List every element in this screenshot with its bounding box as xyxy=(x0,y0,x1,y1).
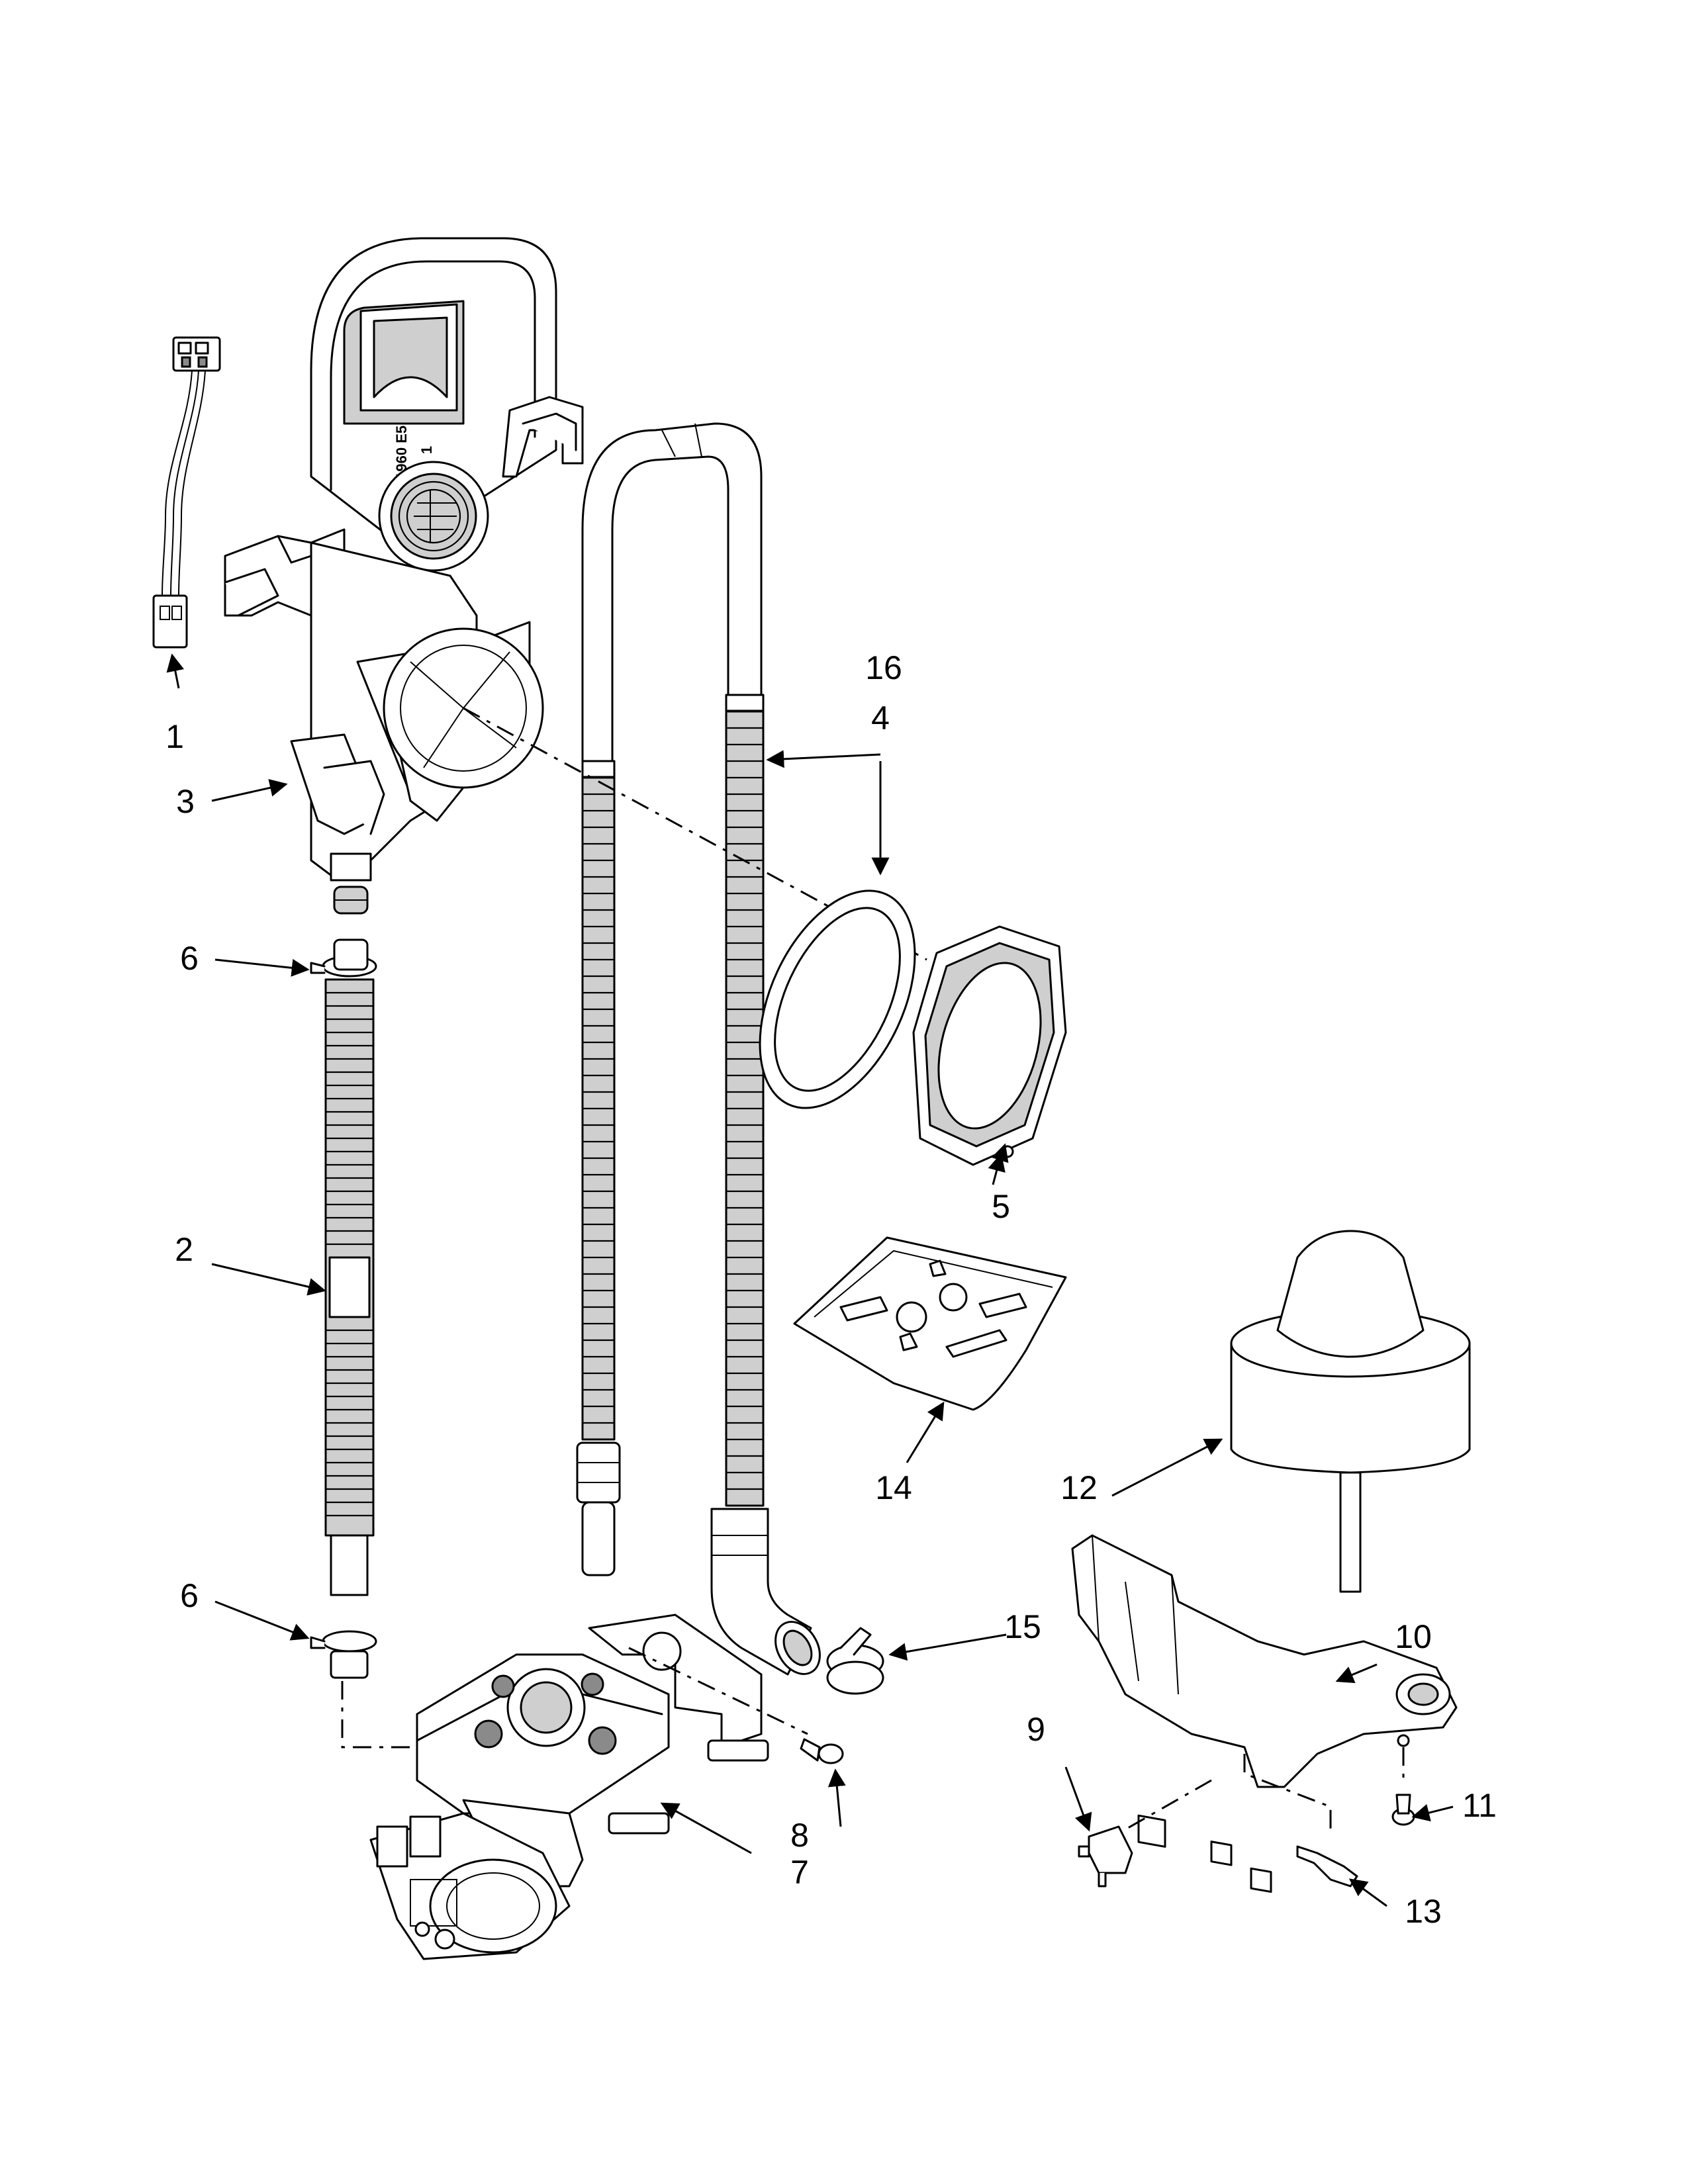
vent-gasket-part xyxy=(759,889,916,1109)
callout-8: 8 xyxy=(790,1817,809,1854)
callout-leaders xyxy=(166,653,1454,1907)
switch-lever-part xyxy=(1296,1845,1358,1888)
callout-2: 2 xyxy=(175,1231,193,1268)
callout-6-lower: 6 xyxy=(180,1577,199,1614)
fill-hose-part xyxy=(576,422,821,1676)
spring-clamp-part xyxy=(826,1627,884,1695)
callout-5: 5 xyxy=(992,1188,1010,1225)
micro-switch-part xyxy=(1078,1825,1133,1888)
bracket-screw-part xyxy=(1391,1794,1415,1826)
vent-housing-part: 51960 E5 1 xyxy=(224,237,584,915)
callout-12: 12 xyxy=(1060,1469,1098,1506)
callout-3: 3 xyxy=(176,783,195,820)
callout-13: 13 xyxy=(1405,1893,1442,1930)
housing-stamp-line2: 1 xyxy=(418,446,435,454)
hardware-bag-part xyxy=(793,1236,1067,1411)
float-bracket-part xyxy=(1071,1534,1458,1893)
callout-7: 7 xyxy=(790,1854,809,1891)
valve-screw-part xyxy=(800,1738,844,1764)
callout-15: 15 xyxy=(1004,1608,1041,1645)
callout-9: 9 xyxy=(1027,1711,1045,1748)
fill-valve-part xyxy=(369,1614,769,1960)
vent-nut-part xyxy=(912,925,1067,1166)
callout-10: 10 xyxy=(1395,1618,1432,1655)
callout-1: 1 xyxy=(165,718,184,755)
wire-harness-part xyxy=(152,336,221,649)
callout-4: 4 xyxy=(871,700,890,737)
hose-clamp-lower-part xyxy=(310,1630,377,1679)
drain-hose-part xyxy=(324,938,375,1596)
float-part xyxy=(1230,1230,1471,1593)
callout-14: 14 xyxy=(875,1469,912,1506)
callout-6-upper: 6 xyxy=(180,940,199,977)
callout-labels: 1 2 3 4 5 6 6 7 8 9 10 11 12 13 14 15 16 xyxy=(165,649,1497,1930)
callout-16: 16 xyxy=(865,649,902,686)
callout-11: 11 xyxy=(1462,1787,1497,1824)
